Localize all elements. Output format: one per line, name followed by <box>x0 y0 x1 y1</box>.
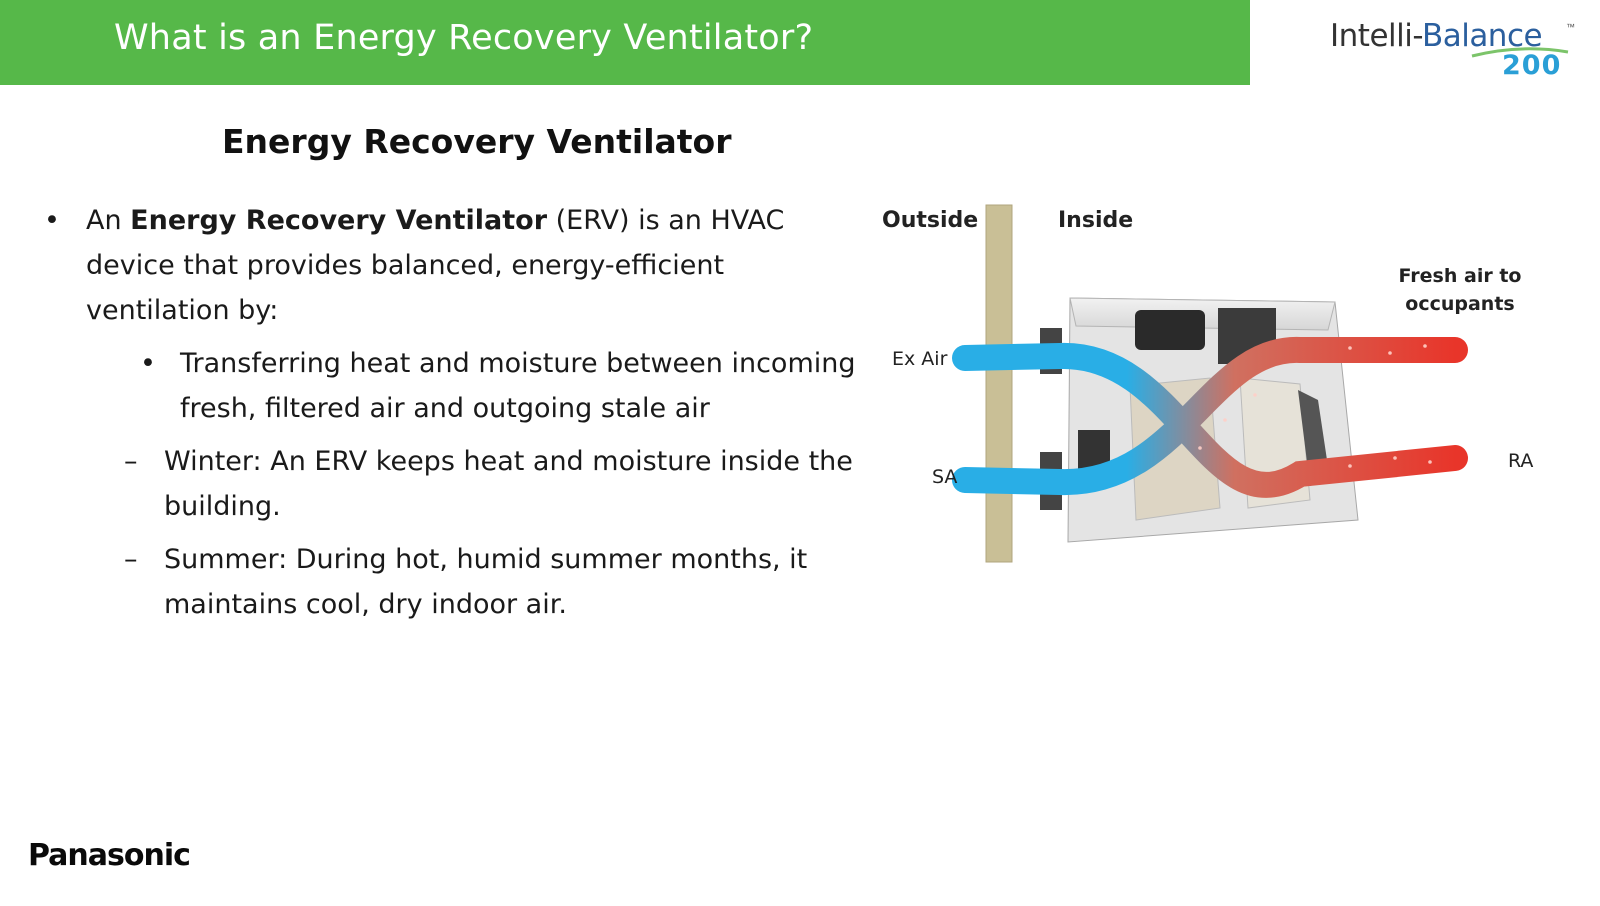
slide-header-title: What is an Energy Recovery Ventilator? <box>114 18 814 58</box>
logo-swoosh-icon <box>1471 47 1569 58</box>
bullet-content: • An Energy Recovery Ventilator (ERV) is… <box>40 198 870 627</box>
header-bar <box>0 0 1250 85</box>
inside-label: Inside <box>1058 208 1134 233</box>
panasonic-logo: Panasonic <box>28 838 191 873</box>
duct-supply-to-fresh <box>952 336 1468 496</box>
sub-bullet-transfer: • Transferring heat and moisture between… <box>40 341 870 431</box>
intelli-balance-logo: Intelli-Balance 200 ™ <box>1330 18 1575 81</box>
bullet-erv-definition: • An Energy Recovery Ventilator (ERV) is… <box>40 198 870 333</box>
duct-return-to-exhaust <box>952 342 1468 498</box>
dash-marker: – <box>124 446 138 477</box>
outside-label: Outside <box>882 208 979 233</box>
section-title: Energy Recovery Ventilator <box>222 122 732 161</box>
logo-number: 200 <box>1502 50 1562 81</box>
ex-air-label: Ex Air <box>892 348 948 370</box>
erv-airflow-diagram: Outside Inside Fresh air to occupants Ex… <box>880 190 1580 590</box>
erv-diagram-graphic <box>952 204 1468 563</box>
bold-term: Energy Recovery Ventilator <box>130 205 548 236</box>
airflow-ducts <box>952 336 1468 498</box>
dash-item-winter: – Winter: An ERV keeps heat and moisture… <box>40 439 870 529</box>
ra-label: RA <box>1508 450 1534 472</box>
bullet-marker: • <box>140 348 156 379</box>
bullet-marker: • <box>44 205 60 236</box>
logo-trademark: ™ <box>1566 22 1575 32</box>
fresh-air-label: Fresh air to occupants <box>1398 265 1522 315</box>
wall <box>985 204 1013 563</box>
dash-item-summer: – Summer: During hot, humid summer month… <box>40 537 870 627</box>
dash-marker: – <box>124 544 138 575</box>
sa-label: SA <box>932 466 958 488</box>
